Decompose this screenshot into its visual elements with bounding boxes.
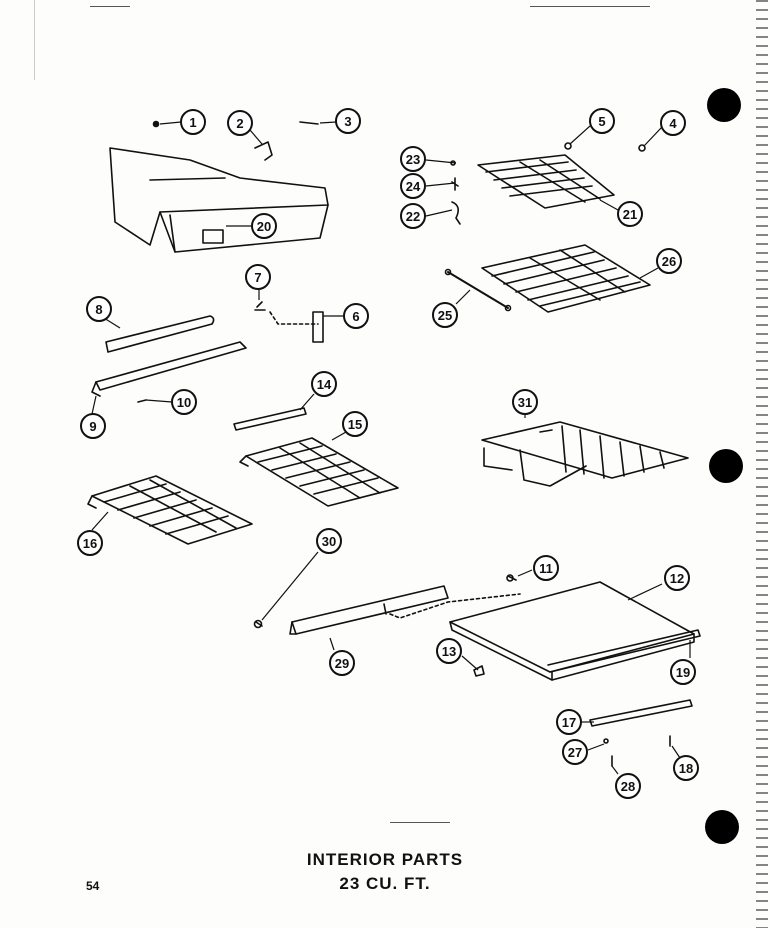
callout-26: 26: [656, 248, 682, 274]
diagram-title: INTERIOR PARTS: [306, 850, 464, 869]
callout-19: 19: [670, 659, 696, 685]
callout-9: 9: [80, 413, 106, 439]
callout-18: 18: [673, 755, 699, 781]
callout-5: 5: [589, 108, 615, 134]
callout-14: 14: [311, 371, 337, 397]
callout-29: 29: [329, 650, 355, 676]
binder-hole-bottom: [705, 810, 739, 844]
callout-31: 31: [512, 389, 538, 415]
scan-edge-left: [34, 0, 35, 80]
callout-17: 17: [556, 709, 582, 735]
cabinet-housing: [109, 141, 329, 253]
callout-12: 12: [664, 565, 690, 591]
callout-21: 21: [617, 201, 643, 227]
callout-3: 3: [335, 108, 361, 134]
callout-16: 16: [77, 530, 103, 556]
callout-10: 10: [171, 389, 197, 415]
binder-hole-top: [707, 88, 741, 122]
callout-22: 22: [400, 203, 426, 229]
callout-25: 25: [432, 302, 458, 328]
callout-15: 15: [342, 411, 368, 437]
callout-8: 8: [86, 296, 112, 322]
callout-30: 30: [316, 528, 342, 554]
cover-12: [449, 581, 695, 681]
shelf-31: [481, 421, 689, 487]
shelf-16: [87, 475, 253, 545]
binder-hole-middle: [709, 449, 743, 483]
callout-2: 2: [227, 110, 253, 136]
shelf-26: [481, 244, 651, 313]
diagram-subtitle: 23 CU. FT.: [339, 874, 431, 893]
callout-20: 20: [251, 213, 277, 239]
callout-6: 6: [343, 303, 369, 329]
callout-4: 4: [660, 110, 686, 136]
page-number: 54: [86, 879, 100, 893]
callout-24: 24: [400, 173, 426, 199]
shelf-21: [477, 154, 615, 209]
callout-1: 1: [180, 109, 206, 135]
shelf-15: [239, 437, 399, 507]
callout-23: 23: [400, 146, 426, 172]
callout-7: 7: [245, 264, 271, 290]
callout-11: 11: [533, 555, 559, 581]
callout-13: 13: [436, 638, 462, 664]
callout-27: 27: [562, 739, 588, 765]
scan-edge-right: [756, 0, 768, 928]
callout-28: 28: [615, 773, 641, 799]
